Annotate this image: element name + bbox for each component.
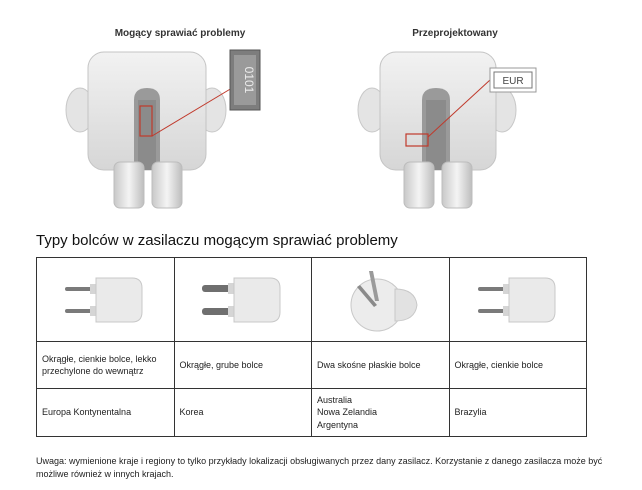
plug-image-cell	[36, 257, 175, 342]
region-cell: Australia Nowa Zelandia Argentyna	[311, 388, 450, 437]
thin-round-prong-plug-icon	[477, 277, 556, 322]
plug-image-cell	[448, 257, 587, 342]
region-line: Europa Kontynentalna	[42, 407, 132, 418]
region-line: Brazylia	[454, 407, 487, 418]
callout-code-text: 0101	[242, 67, 256, 94]
table-row: Okrągłe, cienkie bolce, lekko przechylon…	[36, 341, 587, 389]
redesigned-adapter-image: EUR	[357, 51, 537, 209]
region-cell: Korea	[173, 388, 312, 437]
prong-description: Okrągłe, cienkie bolce, lekko przechylon…	[36, 341, 175, 389]
region-line: Argentyna	[317, 419, 359, 430]
section-heading: Typy bolców w zasilaczu mogącym sprawiać…	[36, 232, 398, 249]
table-row: Europa Kontynentalna Korea Australia Now…	[36, 388, 587, 437]
region-cell: Brazylia	[448, 388, 587, 437]
thin-round-prong-plug-icon	[65, 277, 143, 322]
region-line: Australia	[317, 395, 353, 406]
slanted-flat-prong-plug-icon	[350, 270, 418, 331]
footnote: Uwaga: wymienione kraje i regiony to tyl…	[36, 456, 603, 479]
prong-description: Okrągłe, cienkie bolce	[448, 341, 587, 389]
table-row	[36, 257, 587, 342]
callout-eur-text: EUR	[502, 76, 523, 87]
thick-round-prong-plug-icon	[201, 277, 281, 322]
region-cell: Europa Kontynentalna	[36, 388, 175, 437]
problematic-adapter-image: 0101	[65, 49, 261, 209]
prong-description: Okrągłe, grube bolce	[173, 341, 312, 389]
region-line: Korea	[179, 407, 204, 418]
prong-description: Dwa skośne płaskie bolce	[311, 341, 450, 389]
prong-types-table: Okrągłe, cienkie bolce, lekko przechylon…	[36, 257, 587, 437]
plug-image-cell	[311, 257, 450, 342]
figure-title-redesigned: Przeprojektowany	[412, 28, 498, 39]
figure-title-problematic: Mogący sprawiać problemy	[114, 28, 246, 39]
region-line: Nowa Zelandia	[317, 407, 378, 418]
plug-image-cell	[173, 257, 312, 342]
